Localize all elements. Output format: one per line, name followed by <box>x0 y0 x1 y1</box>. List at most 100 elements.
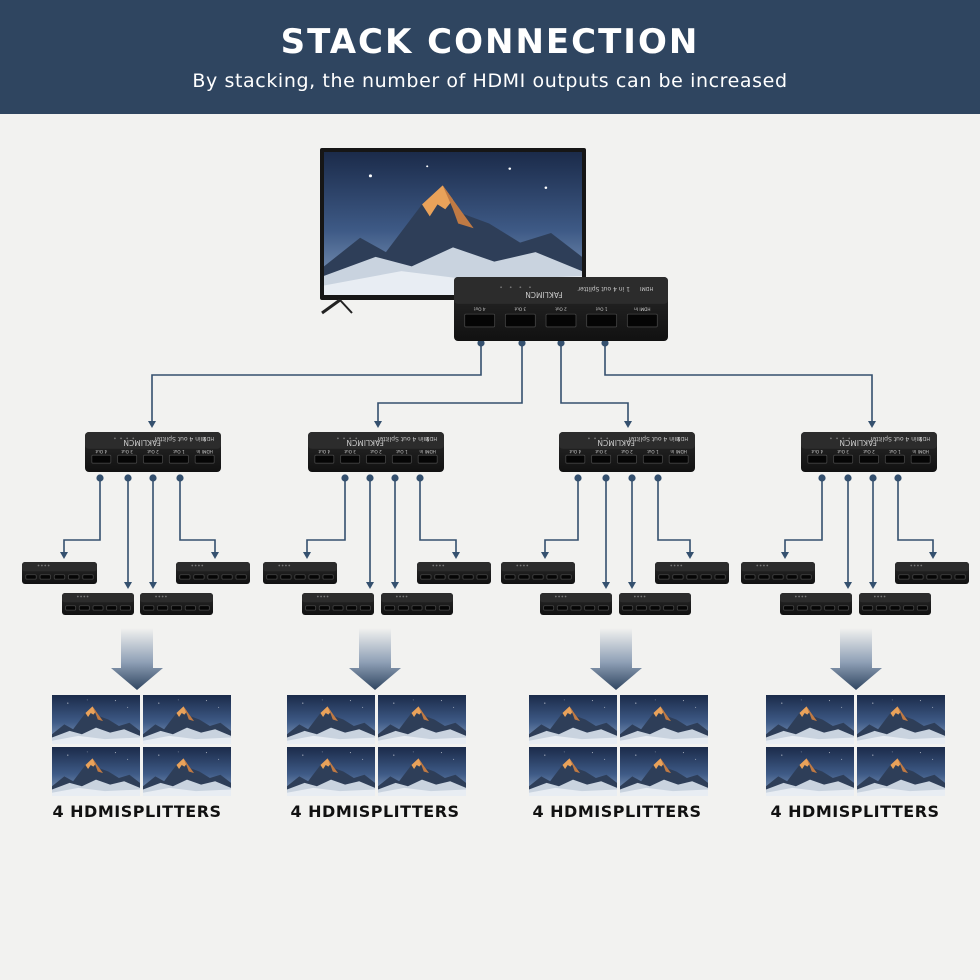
status-led <box>594 437 596 440</box>
status-led <box>198 564 200 567</box>
status-led <box>158 595 161 598</box>
hdmi-port <box>910 454 931 464</box>
status-led <box>519 564 522 567</box>
hdmi-port <box>143 605 155 611</box>
group-caption-1: 4 HDMISPLITTERS <box>52 802 222 821</box>
hdmi-port <box>221 574 233 580</box>
to-bottom-right-arrow <box>149 582 157 589</box>
model-label: 1 in 4 out Splitter <box>577 285 630 292</box>
status-led <box>640 595 643 598</box>
hdmi-port <box>800 574 812 580</box>
hdmi-port <box>266 574 278 580</box>
port-label: 3 Out <box>514 306 526 311</box>
hdmi-port <box>940 574 952 580</box>
port-label: 2 Out <box>370 449 382 454</box>
splitter-top-face <box>308 432 444 449</box>
hdmi-port <box>658 574 670 580</box>
splitter-top-face <box>895 562 969 572</box>
main-to-second-line <box>560 343 629 424</box>
hdmi-port <box>875 605 887 611</box>
hdmi-port <box>117 454 138 464</box>
hdmi-port <box>434 574 446 580</box>
port-label: 1 Out <box>647 449 659 454</box>
hdmi-port <box>384 605 396 611</box>
port-label: HDMI In <box>912 449 929 454</box>
splitter-top-face <box>655 562 729 572</box>
hdmi-port <box>518 574 530 580</box>
page-subtitle: By stacking, the number of HDMI outputs … <box>192 70 788 92</box>
hdmi-port <box>305 605 317 611</box>
hdmi-port <box>308 574 320 580</box>
hdmi-port <box>68 574 80 580</box>
port-label: HDMI In <box>670 449 687 454</box>
down-arrow-icon <box>111 628 163 690</box>
status-led <box>402 595 405 598</box>
screen-tile <box>287 747 375 796</box>
splitter-top-face <box>62 593 134 603</box>
hdmi-port <box>649 605 661 611</box>
hdmi-port <box>898 574 910 580</box>
port-label: 4 Out <box>95 449 107 454</box>
main-to-second-arrow <box>148 421 156 428</box>
port-label: HDMI In <box>634 306 651 311</box>
screen-grid-icon <box>287 695 466 796</box>
status-led <box>337 437 339 440</box>
screen-tile <box>766 695 854 744</box>
status-led <box>343 437 345 440</box>
hdmi-badge: HDMI <box>424 435 437 441</box>
hdmi-badge: HDMI <box>917 435 930 441</box>
hdmi-port <box>824 605 836 611</box>
splitter-top-face <box>417 562 491 572</box>
tv-leg-left <box>321 298 341 315</box>
hdmi-port <box>92 605 104 611</box>
to-left-splitter-line <box>544 478 579 555</box>
status-led <box>114 437 116 440</box>
status-led <box>439 564 441 567</box>
screen-tile <box>620 747 708 796</box>
to-right-splitter-line <box>897 478 934 555</box>
hdmi-port <box>807 454 828 464</box>
status-led <box>500 286 502 289</box>
hdmi-port <box>438 605 450 611</box>
tv-leg-left-back <box>339 299 353 314</box>
hdmi-port <box>340 454 361 464</box>
brand-label: FAKLIMCN <box>123 438 160 447</box>
status-led <box>161 595 164 598</box>
splitter-top-face <box>85 432 221 449</box>
hdmi-port <box>366 454 386 464</box>
brand-label: FAKLIMCN <box>839 438 876 447</box>
model-label: 1 in 4 out Splitter <box>869 435 922 442</box>
status-led <box>673 564 676 567</box>
third-splitter-bottom-left <box>302 593 374 615</box>
status-led <box>165 595 167 598</box>
port-label: 4 Out <box>569 449 581 454</box>
status-led <box>83 595 86 598</box>
splitter-top-face <box>540 593 612 603</box>
to-bottom-left-arrow <box>366 582 374 589</box>
brand-label: FAKLIMCN <box>525 290 562 299</box>
third-splitter-bottom-left <box>780 593 852 615</box>
splitter-top-face <box>140 593 213 603</box>
status-led <box>323 595 326 598</box>
status-led <box>285 564 287 567</box>
splitter-top-face <box>619 593 691 603</box>
to-bottom-left-arrow <box>844 582 852 589</box>
splitter-top-face <box>176 562 250 572</box>
to-right-splitter-arrow <box>929 552 937 559</box>
port-label: 2 Out <box>863 449 875 454</box>
status-led <box>523 564 525 567</box>
to-right-splitter-line <box>179 478 216 555</box>
port-label: 4 Out <box>474 306 486 311</box>
brand-label: FAKLIMCN <box>597 438 634 447</box>
status-led <box>558 595 560 598</box>
status-led <box>554 595 557 598</box>
status-led <box>516 564 519 567</box>
hdmi-port <box>280 574 292 580</box>
third-splitter-right <box>417 562 491 584</box>
hdmi-port <box>504 574 516 580</box>
hdmi-port <box>916 605 928 611</box>
hdmi-port <box>862 605 874 611</box>
screen-tile <box>857 747 945 796</box>
